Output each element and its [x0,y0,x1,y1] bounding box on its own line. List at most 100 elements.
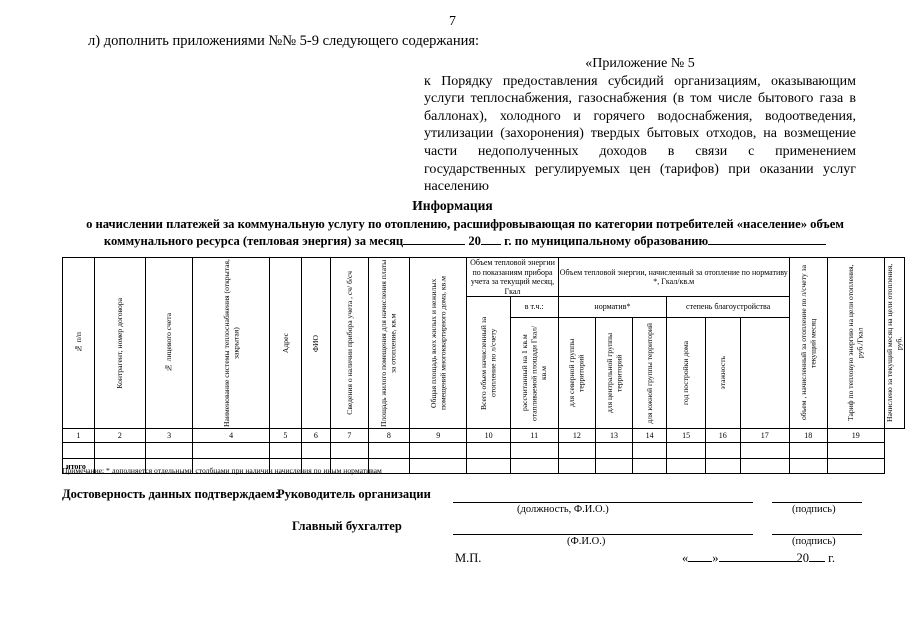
col-number: 19 [826,428,886,443]
header-cell-11: рассчитанный на 1 кв.м отапливаемой площ… [509,317,559,429]
appendix-title: «Приложение № 5 [585,56,695,71]
col-number: 8 [367,428,411,443]
data-cell[interactable] [595,442,633,459]
table-total-row: итого [62,458,905,474]
total-cell[interactable] [631,458,668,474]
data-cell[interactable] [631,442,668,459]
data-cell[interactable] [93,442,146,459]
total-cell[interactable] [826,458,886,474]
intro-line: л) дополнить приложениями №№ 5-9 следующ… [88,33,480,49]
date-year-blank[interactable] [809,561,825,562]
total-cell[interactable] [557,458,597,474]
group-header-norm-volume: Объем тепловой энергии, начисленный за о… [557,257,790,297]
col-number: 12 [557,428,597,443]
head-label: Руководитель организации [277,487,431,501]
header-cell-3: № лицевого счета [144,257,194,429]
total-cell[interactable] [509,458,559,474]
col-number: 10 [466,428,511,443]
col-number: 9 [409,428,468,443]
total-cell[interactable] [192,458,271,474]
header-cell-19: Начислено за текущий месяц на цели отопл… [884,257,905,429]
data-cell[interactable] [300,442,332,459]
info-title: Информация [412,198,493,213]
table-row[interactable] [62,442,905,459]
col-number: 17 [739,428,790,443]
date-day-blank[interactable] [688,561,713,562]
head-line[interactable] [453,501,753,503]
header-cell-2: Контрагент, номер договора [93,257,146,429]
header-cell-16: этажность [704,317,741,429]
date-year-prefix: 20 [796,551,810,565]
data-cell[interactable] [557,442,597,459]
accountant-label: Главный бухгалтер [292,519,402,533]
data-cell[interactable] [509,442,559,459]
accountant-line[interactable] [453,533,753,535]
total-cell[interactable] [409,458,468,474]
header-cell-13: для центральной группы территорий [595,317,633,429]
date-suffix: г. [828,551,835,565]
appendix-block: «Приложение № 5 к Порядку предоставления… [424,55,856,196]
data-cell[interactable] [144,442,194,459]
data-cell[interactable] [826,442,886,459]
header-cell-9: Общая площадь всех жилых и нежилых помещ… [409,257,468,429]
header-cell-8: Площадь жилого помещения для начисления … [367,257,411,429]
data-cell[interactable] [330,442,369,459]
header-cell-7: Сведения о наличии прибора учета , сч/ б… [330,257,369,429]
sub-header-amenity: степень благоустройства [666,296,790,318]
page-number: 7 [449,14,456,29]
total-cell[interactable] [466,458,511,474]
info-subtitle: о начислении платежей за коммунальную ус… [70,216,860,250]
date-quote-open: « [682,551,689,565]
col-number: 5 [269,428,302,443]
total-cell[interactable] [704,458,741,474]
municipality-blank[interactable] [708,244,827,245]
data-cell[interactable] [409,442,468,459]
header-cell-1: № п/п [62,257,95,429]
total-cell[interactable] [788,458,828,474]
month-blank[interactable] [403,244,466,245]
data-cell[interactable] [788,442,828,459]
table-header-row-3: рассчитанный на 1 кв.м отапливаемой площ… [63,317,905,429]
data-cell[interactable] [192,442,271,459]
data-cell[interactable] [62,442,95,459]
info-municipality-label: г. по муниципальному образованию [504,234,709,248]
total-cell[interactable] [144,458,194,474]
table-note: Примечание: * дополняется отдельными сто… [62,466,382,475]
data-cell[interactable] [666,442,706,459]
data-cell[interactable] [367,442,411,459]
accountant-caption: (Ф.И.О.) [567,536,606,547]
data-cell[interactable] [466,442,511,459]
info-subtitle-line2: коммунального ресурса (тепловая энергия)… [70,233,860,250]
header-cell-10: Всего объем начисленный за отопление по … [466,296,511,429]
year-blank[interactable] [480,244,501,245]
col-number: 4 [192,428,271,443]
accountant-signature-line[interactable] [772,533,862,535]
date-month-blank[interactable] [718,561,797,562]
total-cell[interactable] [330,458,369,474]
head-signature-line[interactable] [772,501,862,503]
col-number: 6 [300,428,332,443]
col-number: 7 [330,428,369,443]
date-line: «»20 г. [682,551,835,566]
header-cell-14: для южной группы территорий [631,317,668,429]
data-cell[interactable] [704,442,741,459]
head-caption: (должность, Ф.И.О.) [517,504,609,515]
group-header-meter-volume: Объем тепловой энергии по показаниям при… [466,257,559,297]
data-cell[interactable] [739,442,790,459]
stamp-label: М.П. [455,551,482,565]
header-cell-4: Наименование системы теплоснабжения (отк… [192,257,271,429]
data-cell[interactable] [269,442,302,459]
col-number: 11 [509,428,559,443]
info-year-prefix: 20 [468,234,481,248]
header-cell-5: Адрес [269,257,302,429]
col-number: 14 [631,428,668,443]
total-cell[interactable] [666,458,706,474]
total-cell[interactable] [595,458,633,474]
col-number: 2 [93,428,146,443]
col-number: 18 [788,428,828,443]
appendix-body: к Порядку предоставления субсидий органи… [424,73,856,195]
total-cell[interactable] [739,458,790,474]
col-number: 13 [595,428,633,443]
col-number: 3 [144,428,194,443]
col-number: 15 [666,428,706,443]
